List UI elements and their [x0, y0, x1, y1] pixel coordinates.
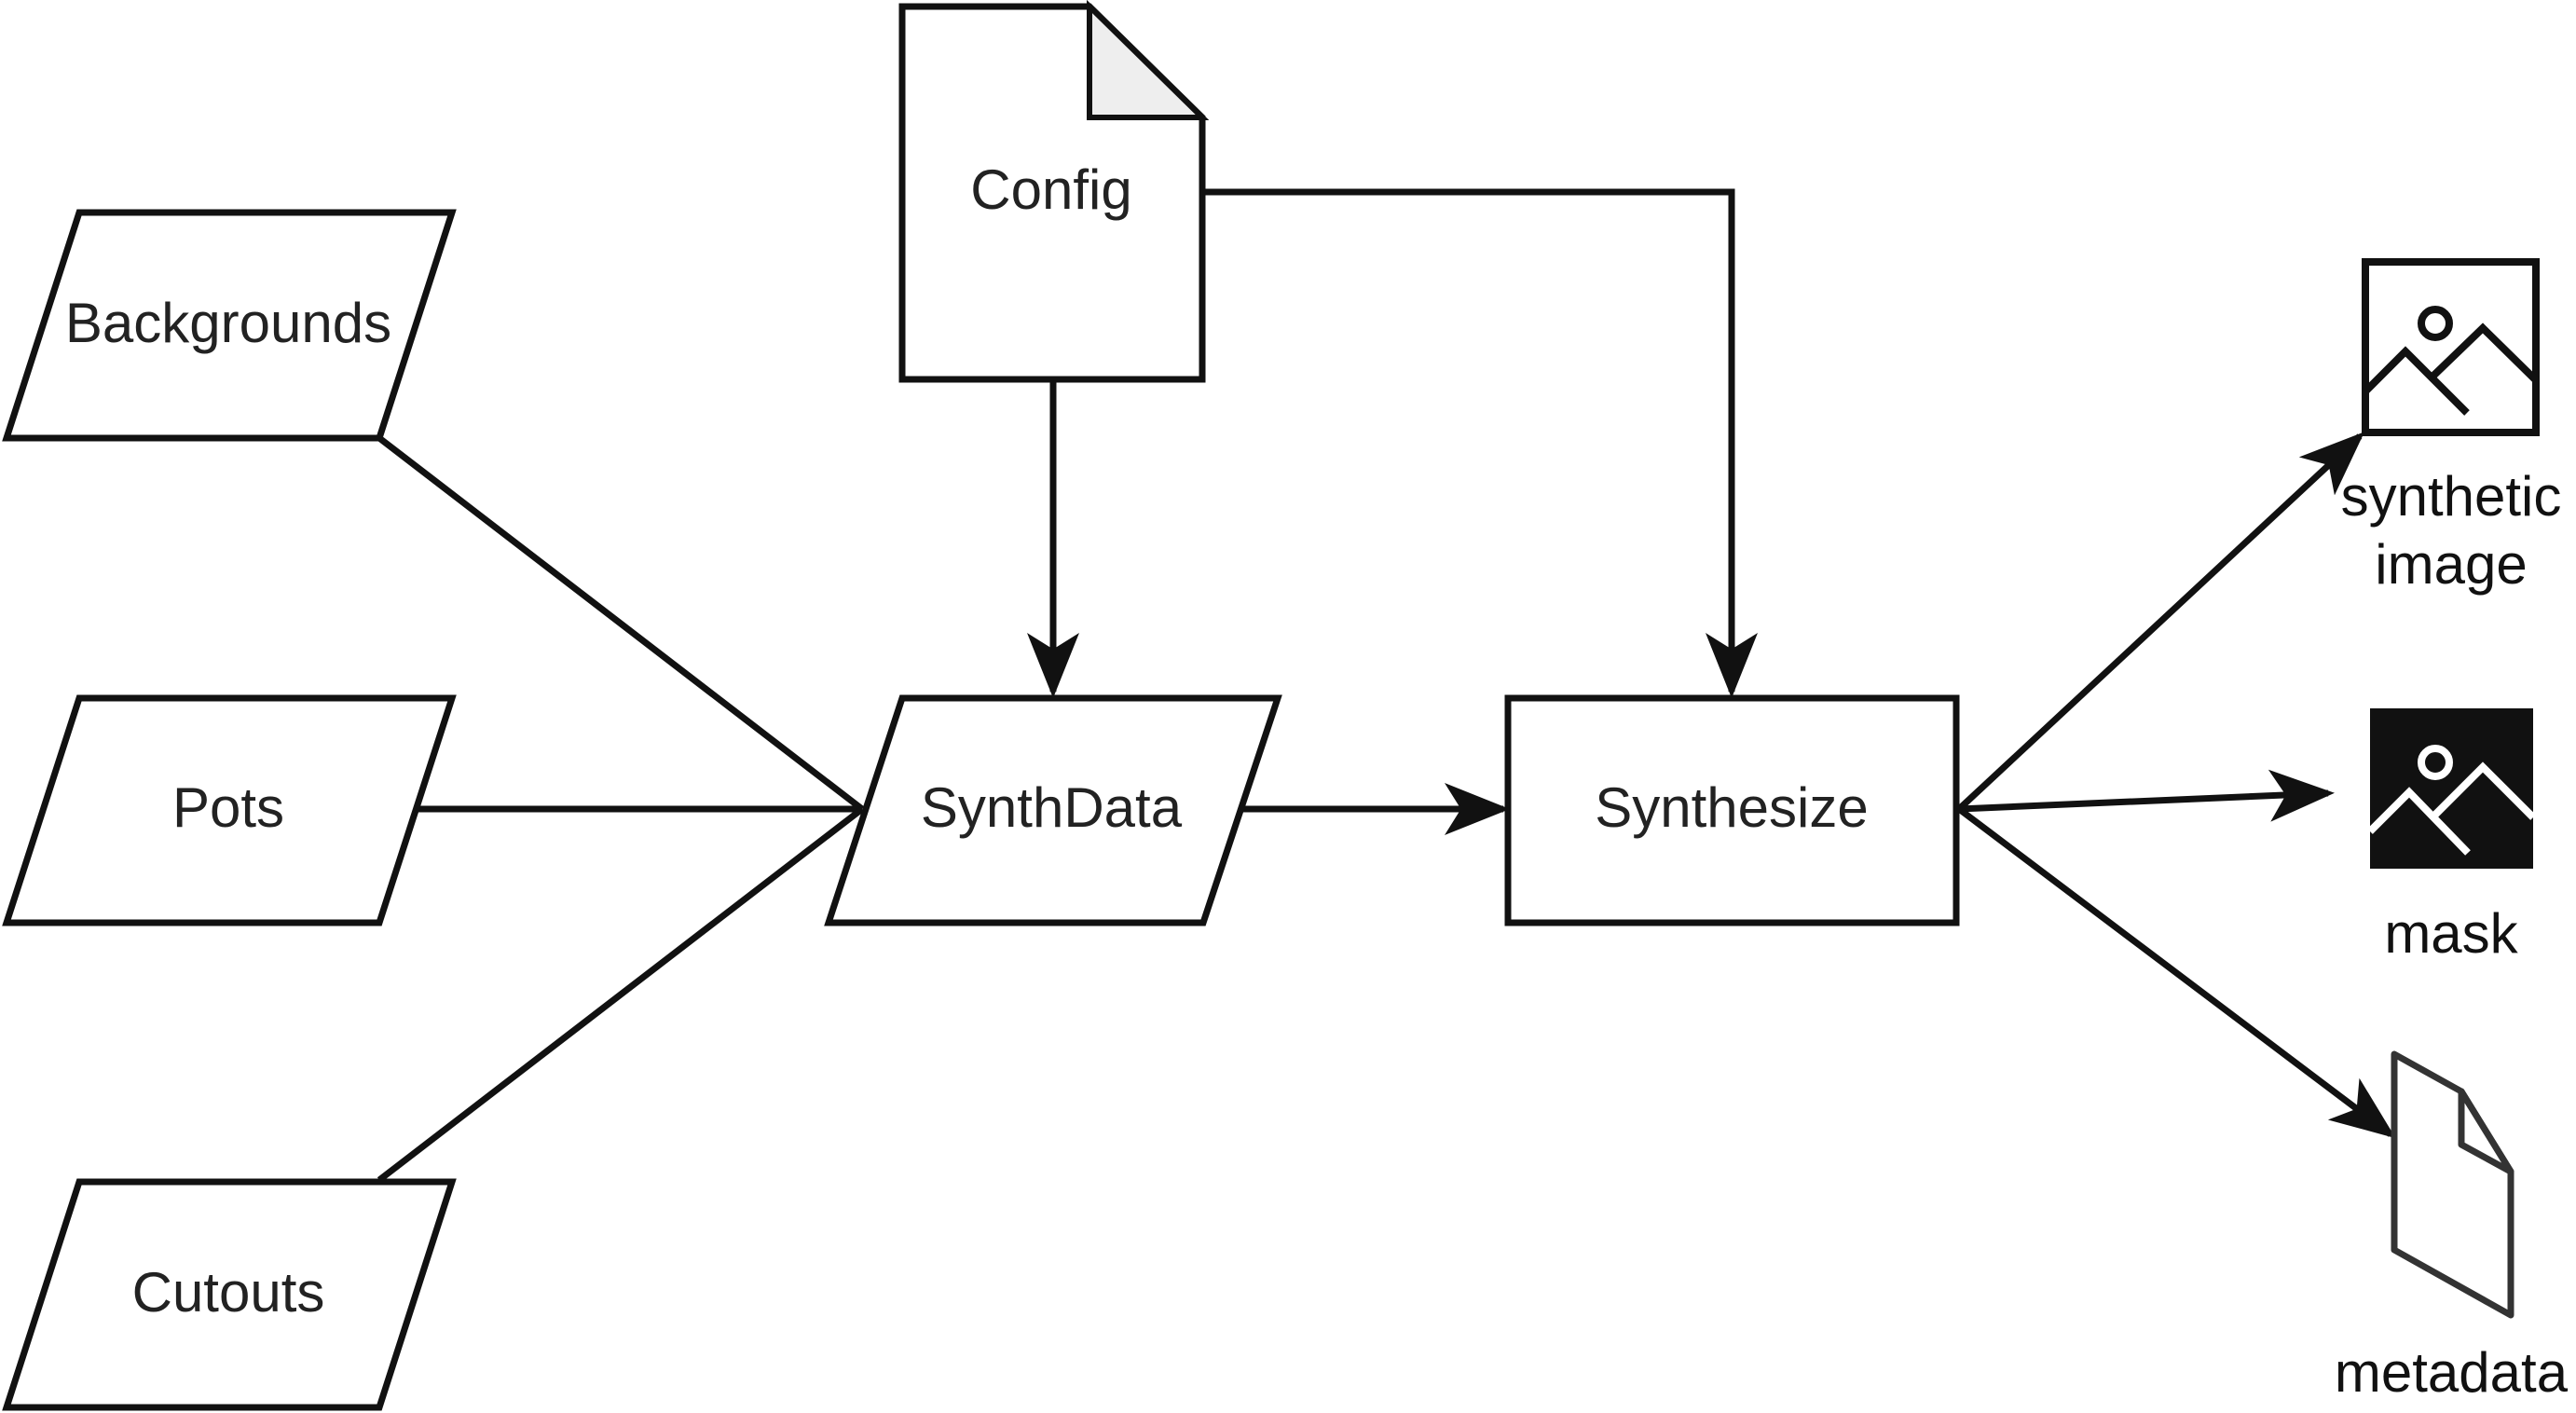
edges	[377, 188, 2396, 1183]
edge-config-to-synthesize	[1204, 188, 1758, 698]
metadata-label: metadata	[2335, 1341, 2569, 1404]
synthetic-image-label-line2: image	[2375, 533, 2527, 596]
synthesize-shape	[1504, 694, 1960, 926]
backgrounds-label: Backgrounds	[65, 292, 391, 354]
metadata-output: metadata	[2335, 1050, 2569, 1404]
backgrounds-shape	[2, 209, 457, 442]
edge-synthesize-to-synthetic-image	[1956, 432, 2365, 812]
mask-label: mask	[2384, 902, 2518, 965]
edge-backgrounds-to-synthdata	[377, 435, 865, 812]
edge-cutouts-to-synthdata	[377, 806, 865, 1183]
cutouts-node: Cutouts	[2, 1178, 457, 1411]
synthetic-image-label-line1: synthetic	[2341, 465, 2562, 528]
synthetic-image-output: synthetic image	[2341, 258, 2562, 596]
synthesize-node: Synthesize	[1504, 694, 1960, 926]
image-filled-icon	[2367, 708, 2536, 869]
synthdata-shape	[824, 694, 1282, 926]
backgrounds-node: Backgrounds	[2, 209, 457, 442]
edge-synthesize-to-mask	[1958, 769, 2335, 822]
file-icon	[2391, 1050, 2514, 1319]
pots-label: Pots	[172, 776, 284, 839]
mask-output: mask	[2367, 708, 2536, 965]
image-outline-icon	[2362, 258, 2540, 436]
synthdata-node: SynthData	[824, 694, 1282, 926]
config-folded-corner	[1087, 0, 1210, 120]
pots-node: Pots	[2, 694, 457, 926]
cutouts-label: Cutouts	[132, 1261, 325, 1324]
config-node: Config	[898, 0, 1210, 383]
pots-shape	[2, 694, 457, 926]
synthdata-label: SynthData	[921, 776, 1183, 839]
cutouts-shape	[2, 1178, 457, 1411]
synthesize-label: Synthesize	[1595, 776, 1869, 839]
config-label: Config	[970, 158, 1131, 221]
edge-synthesize-to-metadata	[1956, 806, 2396, 1139]
